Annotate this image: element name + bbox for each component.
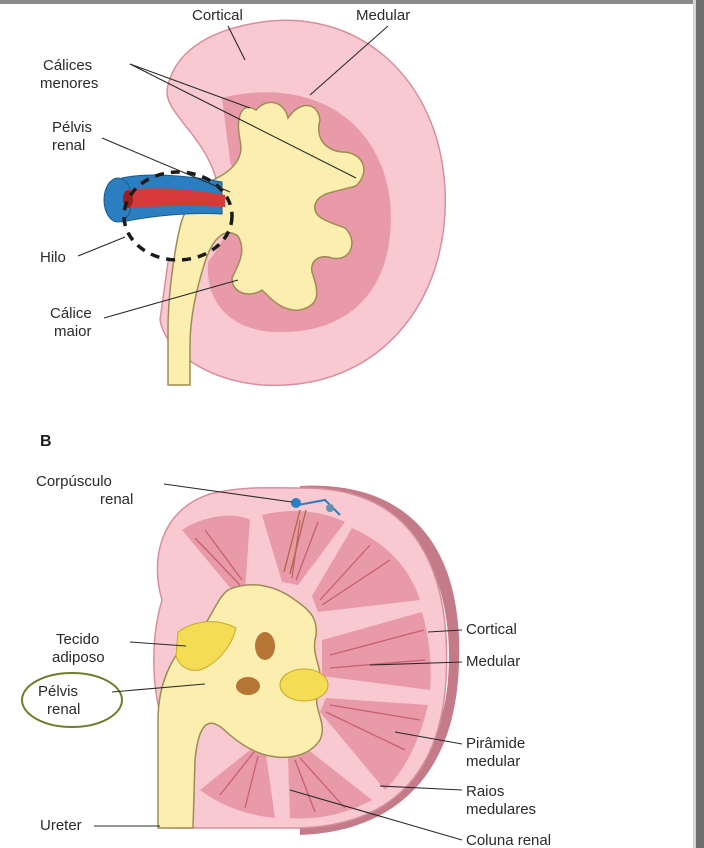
label-b-medular: Medular <box>466 653 520 670</box>
panel-a-kidney <box>104 20 445 385</box>
label-a-calice-maior-2: maior <box>54 323 92 340</box>
fat-tissue-sinus <box>280 669 328 701</box>
label-a-cortical: Cortical <box>192 7 243 24</box>
vessel-opening-1 <box>255 632 275 660</box>
window-frame-right <box>696 0 704 848</box>
vessel-opening-2 <box>236 677 260 695</box>
label-a-calices-menores-2: menores <box>40 75 98 92</box>
label-b-corpusculo-2: renal <box>100 491 133 508</box>
label-a-hilo: Hilo <box>40 249 66 266</box>
label-b-piramide-1: Pirâmide <box>466 735 525 752</box>
label-b-cortical: Cortical <box>466 621 517 638</box>
leader-a-hilo <box>78 237 125 256</box>
label-b-coluna: Coluna renal <box>466 832 551 848</box>
label-b-ureter: Ureter <box>40 817 82 834</box>
label-a-calice-maior-1: Cálice <box>50 305 92 322</box>
label-b-corpusculo-1: Corpúsculo <box>36 473 112 490</box>
label-a-calices-menores-1: Cálices <box>43 57 92 74</box>
label-b-piramide-2: medular <box>466 753 520 770</box>
label-b-tecido-1: Tecido <box>56 631 99 648</box>
label-b-pelvis-2: renal <box>47 701 80 718</box>
label-a-pelvis-2: renal <box>52 137 85 154</box>
label-a-medular: Medular <box>356 7 410 24</box>
label-a-pelvis-1: Pélvis <box>52 119 92 136</box>
label-b-pelvis-1: Pélvis <box>38 683 78 700</box>
panel-b-letter: B <box>40 433 52 450</box>
label-b-raios-2: medulares <box>466 801 536 818</box>
pelvis-highlight-ring <box>22 673 122 727</box>
label-b-raios-1: Raios <box>466 783 504 800</box>
label-b-tecido-2: adiposo <box>52 649 105 666</box>
